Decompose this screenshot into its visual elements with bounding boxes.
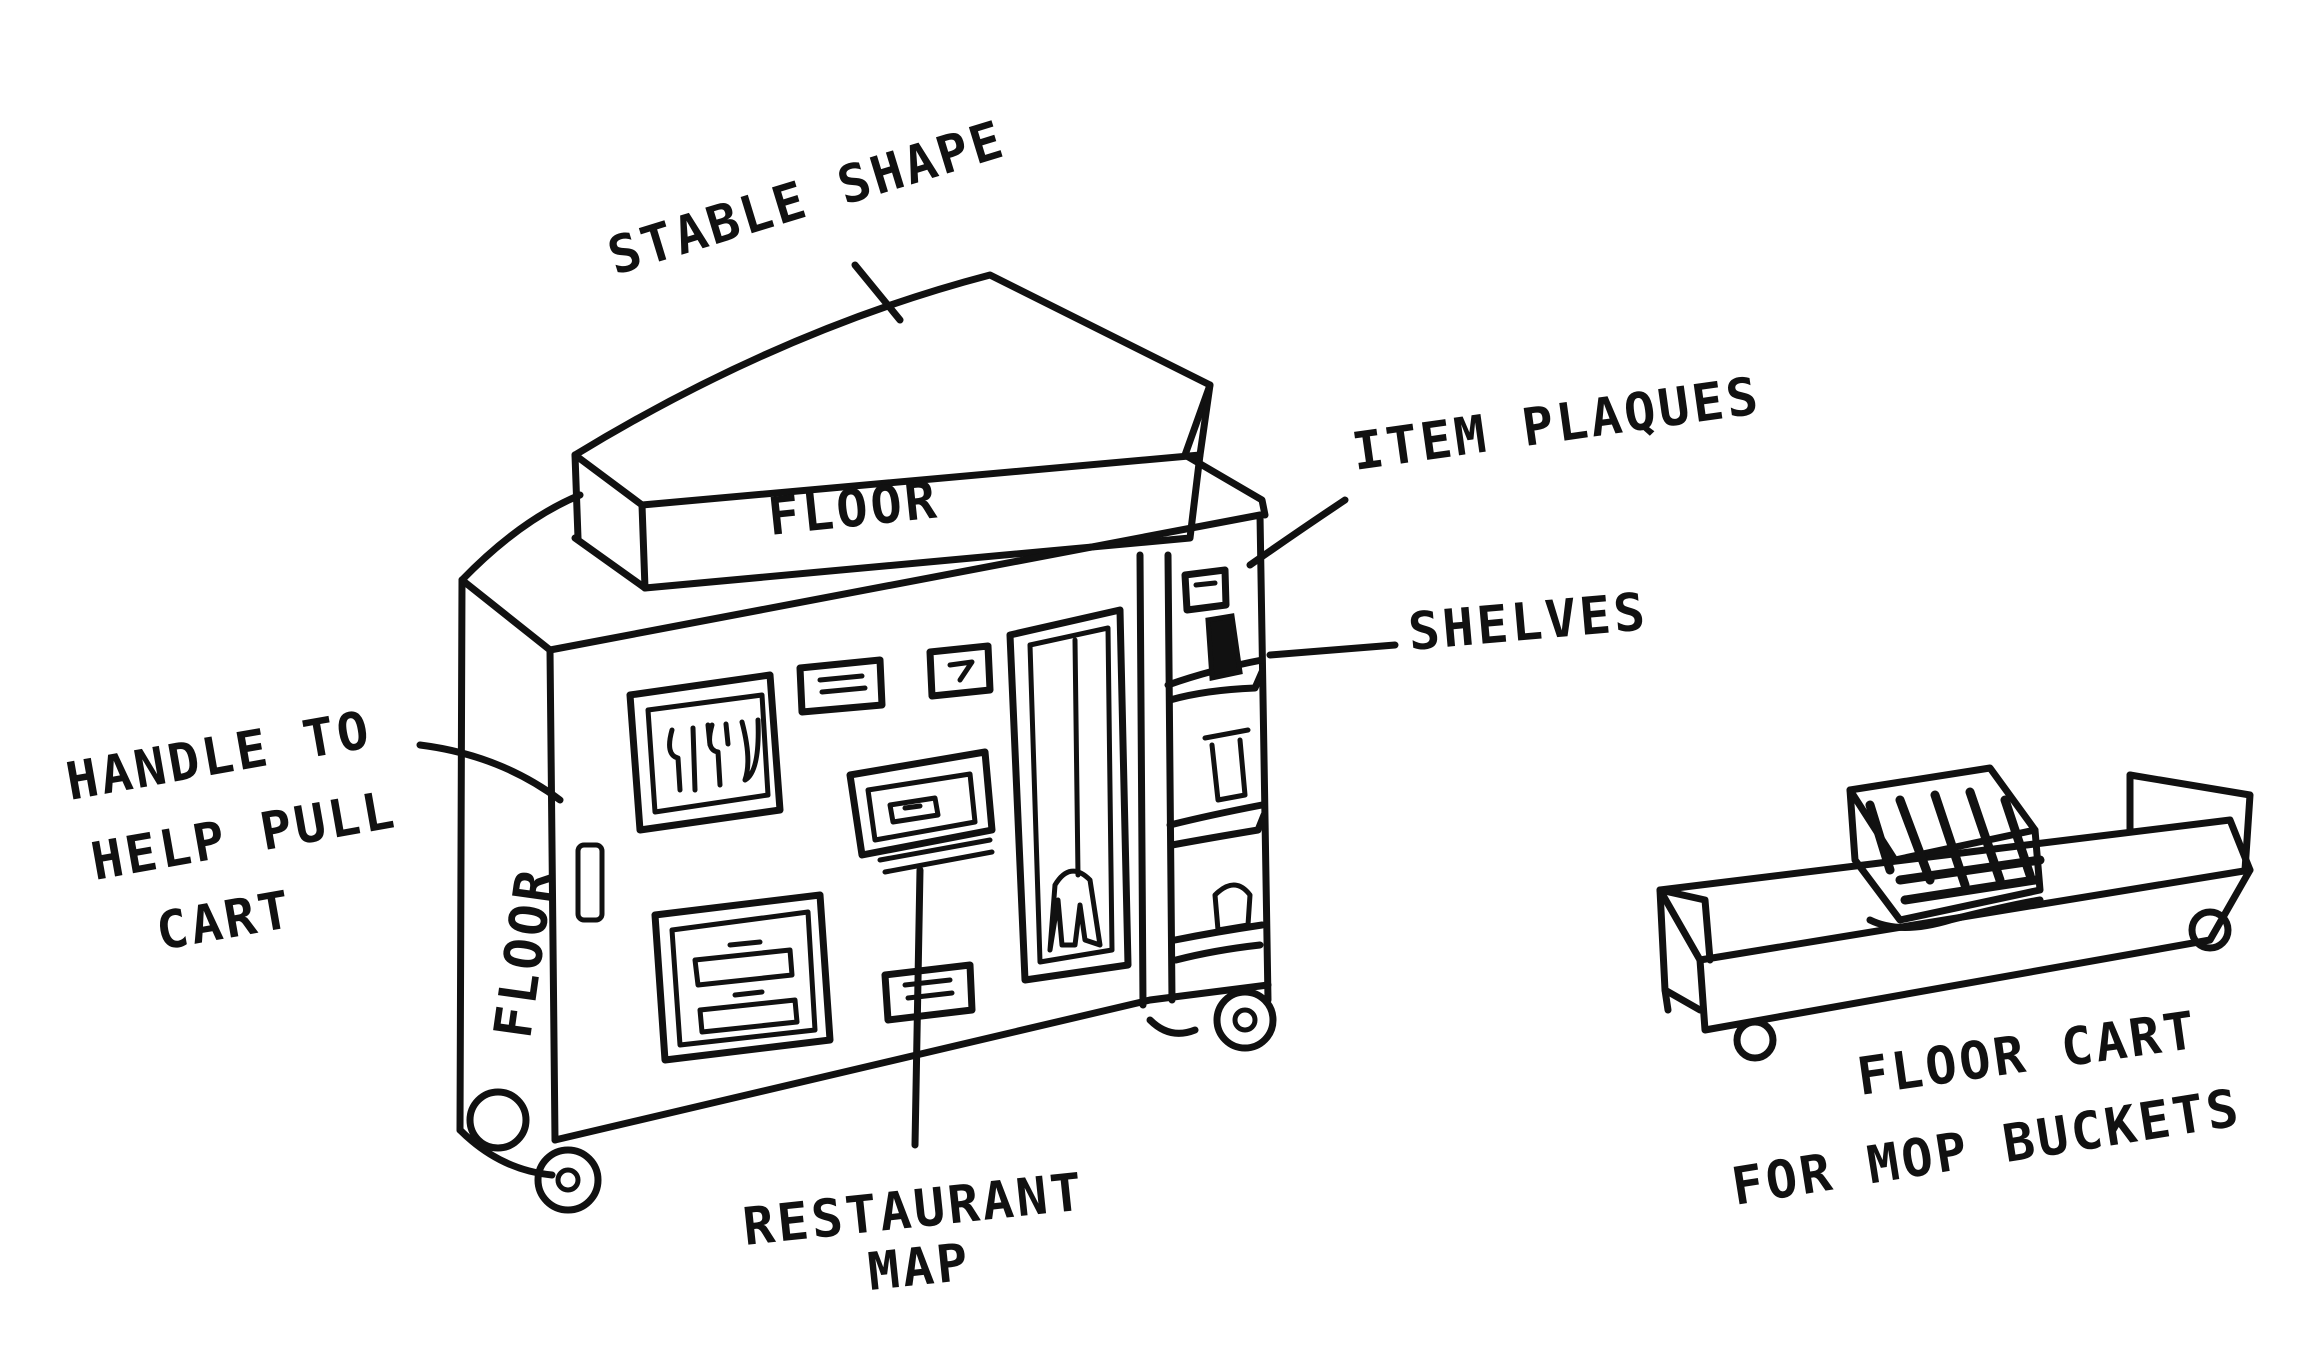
label-item-plaques: ITEM PLAQUES: [1348, 366, 1764, 483]
cleaning-bottle-icon: [1212, 882, 1253, 933]
cart-wheels: [466, 988, 1277, 1214]
pull-handle: [575, 842, 605, 923]
mop-bucket: [1846, 764, 2045, 931]
tool-board: [626, 671, 784, 834]
label-floor-top: FLOOR: [765, 470, 942, 548]
leader-item-plaques: [1246, 496, 1349, 569]
item-plaques-top: [796, 642, 994, 716]
restaurant-map-panel: [846, 748, 996, 875]
leader-lines: [416, 261, 1399, 1149]
label-handle-line3: CART: [152, 880, 298, 963]
wheel-icon: [466, 1088, 530, 1152]
wheel-icon: [2188, 908, 2232, 952]
wheel-icon: [1213, 988, 1277, 1052]
side-shelves: [1164, 613, 1268, 964]
leader-restaurant-map: [911, 866, 924, 1149]
annotation-labels: STABLE SHAPE FLOOR ITEM PLAQUES SHELVES …: [62, 110, 2245, 1303]
leader-handle: [416, 741, 564, 804]
label-restaurant-line2: MAP: [865, 1232, 974, 1302]
floor-cart: [1656, 764, 2254, 1062]
cart-top-stable-shape: [458, 271, 1269, 592]
item-plaque-shelf: [1181, 566, 1230, 614]
cart-front-face: [546, 511, 1272, 1144]
leader-stable-shape: [851, 261, 904, 324]
item-plaque-bottom: [881, 961, 976, 1024]
broom-compartment: [1006, 606, 1132, 984]
label-stable-shape: STABLE SHAPE: [601, 110, 1012, 288]
storage-bins: [651, 891, 834, 1064]
label-floor-cart-line2: FOR MOP BUCKETS: [1728, 1078, 2246, 1218]
leader-shelves: [1266, 641, 1399, 659]
wheel-icon: [534, 1146, 602, 1214]
main-cart: [456, 271, 1277, 1214]
spray-bottle-icon: [1205, 613, 1243, 682]
label-shelves: SHELVES: [1406, 582, 1650, 663]
wheel-icon: [1733, 1018, 1777, 1062]
